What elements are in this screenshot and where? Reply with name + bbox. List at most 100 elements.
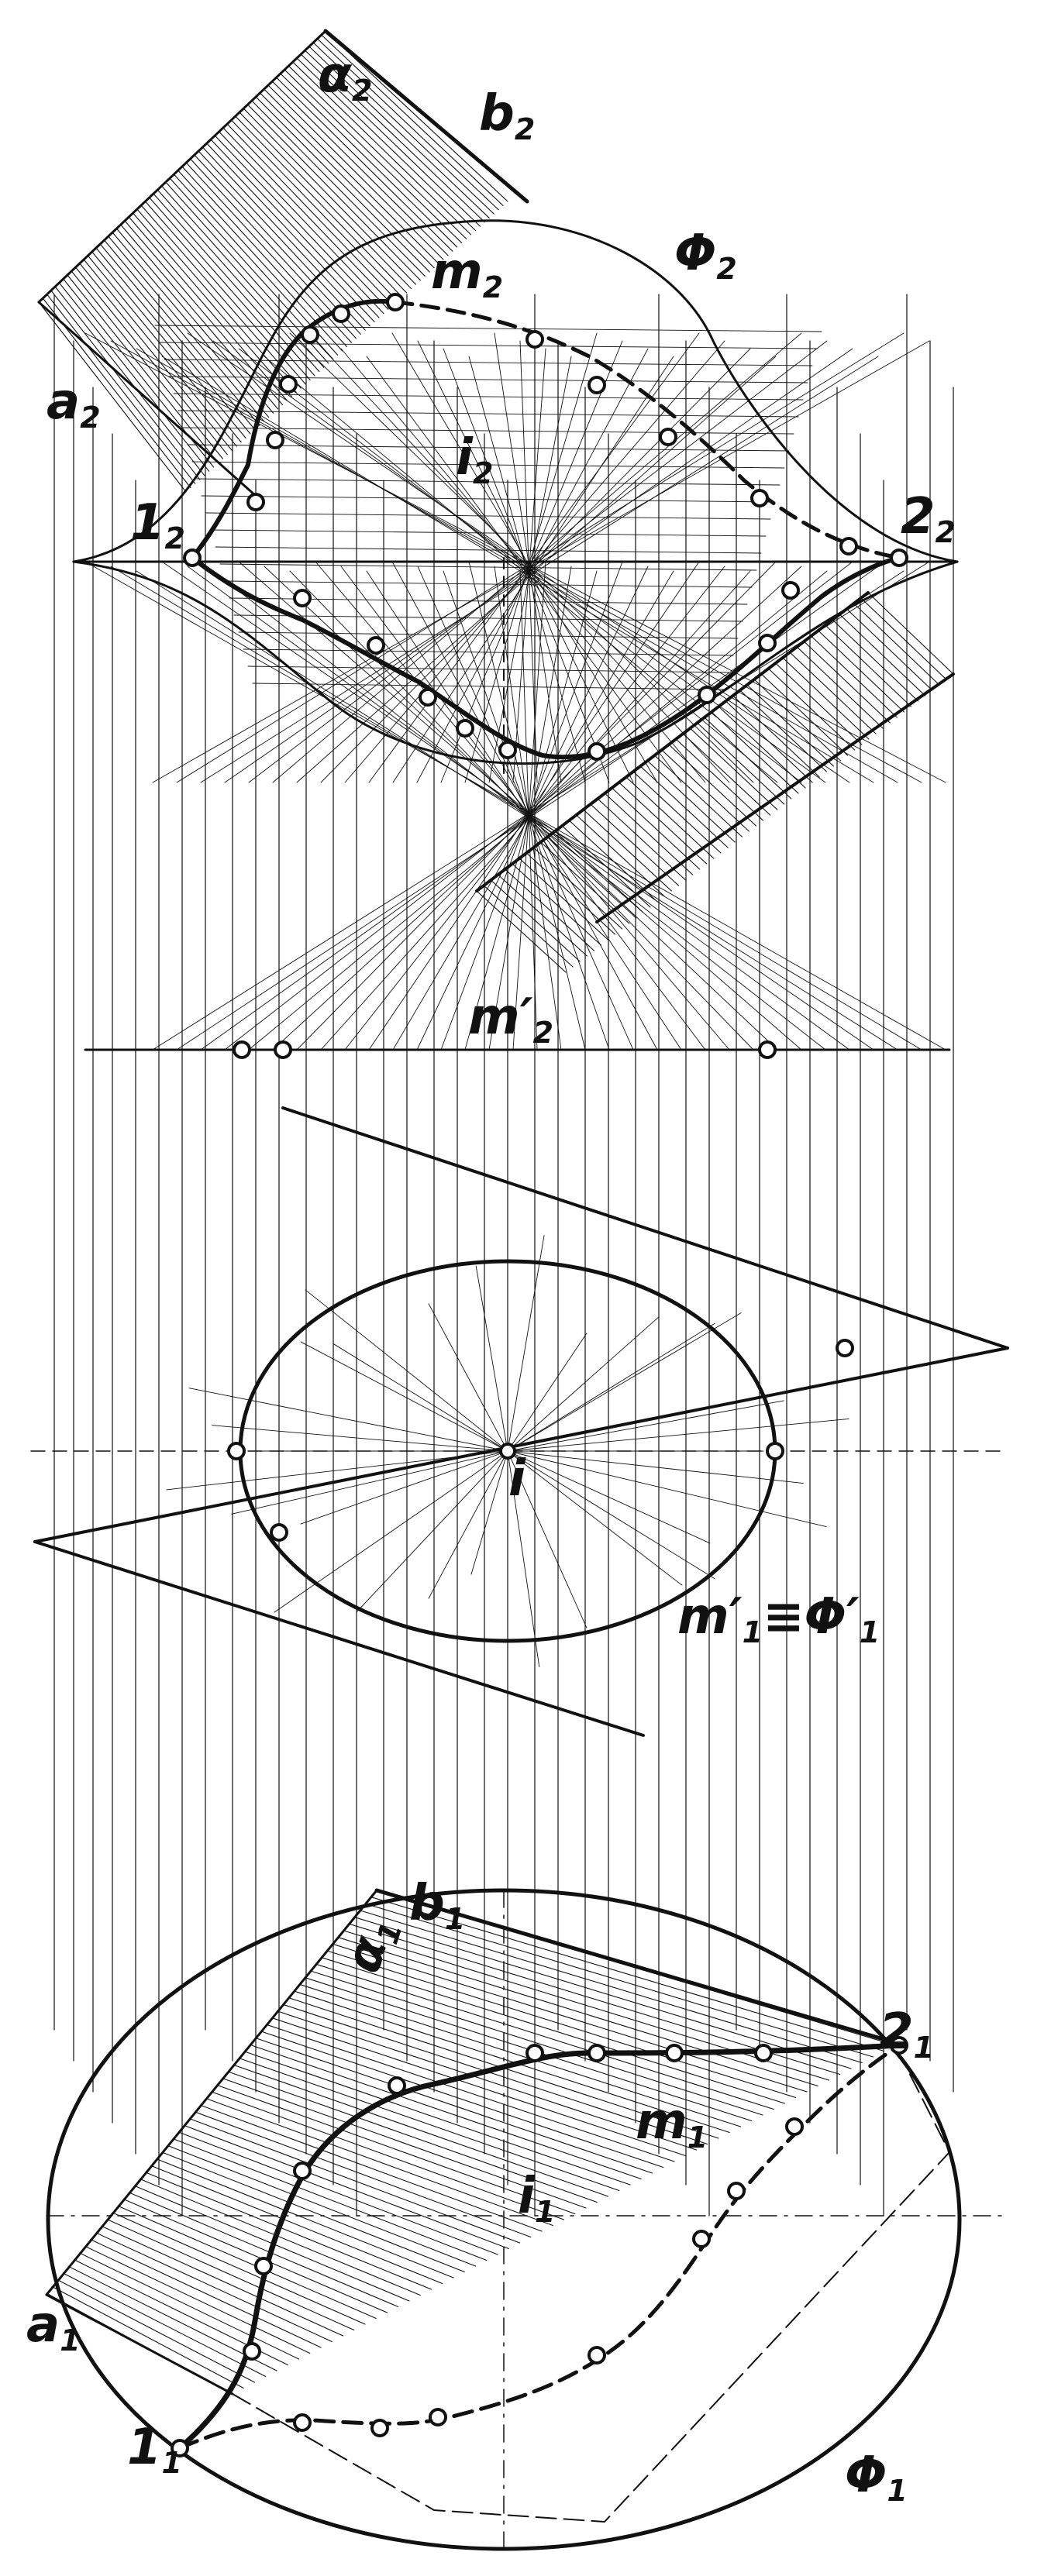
ellipse-phi1	[46, 1888, 962, 2551]
plane-alpha1-hatch	[122, 2199, 388, 2313]
plane-alpha2-hatch	[243, 108, 416, 285]
plane-alpha1-hatch	[150, 2165, 443, 2285]
plane-alpha1-hatch	[293, 1990, 730, 2134]
aux-ray-line	[507, 1333, 588, 1452]
aux-ray-line	[507, 1450, 588, 1628]
plane-alpha1-hatch	[101, 2225, 344, 2337]
plane-lower-edge	[595, 672, 955, 923]
aux-ray-line	[300, 1341, 508, 1452]
plane-lower-hatch	[661, 749, 749, 832]
label-i: i	[508, 1450, 526, 1508]
curve-point	[456, 719, 474, 738]
curve-m1-hidden	[177, 2043, 901, 2450]
plane-alpha1-hatch	[321, 1957, 786, 2104]
plane-alpha1-hatch	[67, 2265, 277, 2371]
plane-alpha2-hatch	[190, 158, 357, 339]
plane-alpha2-hatch	[91, 251, 246, 439]
curve-point	[758, 634, 777, 652]
main-outlines	[33, 29, 1009, 2551]
plane-alpha1-hatch	[145, 2172, 432, 2290]
label-two1: 21	[879, 2003, 934, 2065]
plane-alpha1-hatch	[343, 1930, 830, 2081]
label-m1: m1	[636, 2093, 708, 2155]
plane-alpha2-hatch	[58, 282, 210, 472]
generator-line	[464, 332, 598, 783]
plane-alpha1-hatch	[95, 2232, 333, 2343]
curve-point	[246, 493, 265, 511]
horizontal-section-line	[201, 495, 776, 503]
surface-phi2-lower-outline	[72, 560, 959, 765]
curve-point	[758, 1040, 777, 1059]
aux-ray-line	[188, 1388, 508, 1452]
plane-lower-hatch	[782, 657, 870, 740]
horizontal-section-line	[154, 325, 822, 332]
generator-line	[468, 561, 586, 1051]
label-m2: m2	[431, 243, 503, 304]
plane-alpha1-hatch	[250, 2044, 642, 2180]
label-one2: 12	[130, 494, 185, 555]
plane-alpha1-hatch	[233, 2064, 609, 2197]
generator-line	[248, 570, 828, 1051]
plane-alpha1-hatch	[271, 2017, 686, 2157]
curve-point	[183, 549, 202, 567]
plane-alpha2-hatch	[149, 197, 311, 380]
generator-line	[238, 561, 802, 1051]
aux-ray-line	[507, 1450, 683, 1586]
plane-lower-hatch	[697, 722, 785, 805]
label-two2: 22	[901, 488, 956, 549]
plane-lower-hatch	[753, 679, 842, 762]
curve-point	[274, 1040, 292, 1059]
curve-point	[419, 688, 437, 707]
plane-lower-hatch	[825, 624, 912, 707]
curve-point	[890, 549, 908, 567]
aux-slanted-line	[33, 1346, 1009, 1543]
curve-point	[526, 330, 544, 349]
horizontal-section-line	[224, 580, 753, 588]
plane-alpha1-hatch	[310, 1970, 763, 2116]
aux-ray-line	[274, 1450, 508, 1613]
plane-alpha1-hatch	[177, 2131, 498, 2255]
construction-lines	[30, 30, 1008, 2550]
aux-ray-line	[428, 1450, 508, 1599]
plane-lower-hatch	[597, 798, 687, 881]
label-i1: i1	[518, 2168, 555, 2229]
plane-alpha2-hatch	[267, 84, 444, 260]
plane-alpha2-hatch	[194, 154, 361, 335]
plane-lower-hatch	[619, 782, 708, 865]
generator-line	[488, 566, 572, 1051]
plane-lower-hatch	[846, 608, 933, 691]
curve-point	[386, 293, 405, 311]
plane-alpha1-hatch	[244, 2051, 631, 2186]
curve-point	[171, 2439, 189, 2457]
plane-alpha1-hatch	[205, 2098, 553, 2227]
label-one1: 11	[127, 2419, 182, 2480]
generator-line	[443, 570, 610, 1051]
plane-alpha1-hatch	[140, 2179, 421, 2296]
plane-alpha1-hatch	[51, 2285, 244, 2389]
plane-alpha2-hatch	[230, 119, 403, 297]
aux-ray-line	[507, 1450, 715, 1580]
plane-lower-hatch	[668, 744, 757, 827]
plane-alpha2-hatch	[47, 294, 196, 484]
plane-lower-hatch	[803, 641, 891, 724]
plane-alpha1-hatch	[84, 2245, 311, 2354]
plane-alpha2-hatch	[202, 146, 370, 327]
plane-lower-hatch	[483, 885, 574, 968]
label-m2prime: m′2	[468, 989, 553, 1050]
plane-lower-hatch	[519, 858, 609, 941]
plane-alpha2-hatch	[300, 53, 481, 227]
plane-lower-hatch	[575, 814, 665, 897]
curve-point	[254, 2257, 273, 2275]
generator-line	[161, 356, 874, 783]
curve-point	[332, 304, 350, 323]
generator-line	[494, 332, 562, 783]
generator-line	[344, 566, 725, 1051]
aux-ray-line	[305, 1289, 508, 1452]
curve-point	[293, 2413, 312, 2432]
horizontal-section-line	[247, 665, 729, 673]
plane-alpha2-hatch	[99, 243, 256, 431]
plane-alpha1-hatch	[62, 2272, 267, 2378]
curve-point	[754, 2044, 773, 2062]
generator-line	[289, 570, 754, 1051]
plane-alpha2-hatch	[198, 150, 366, 331]
